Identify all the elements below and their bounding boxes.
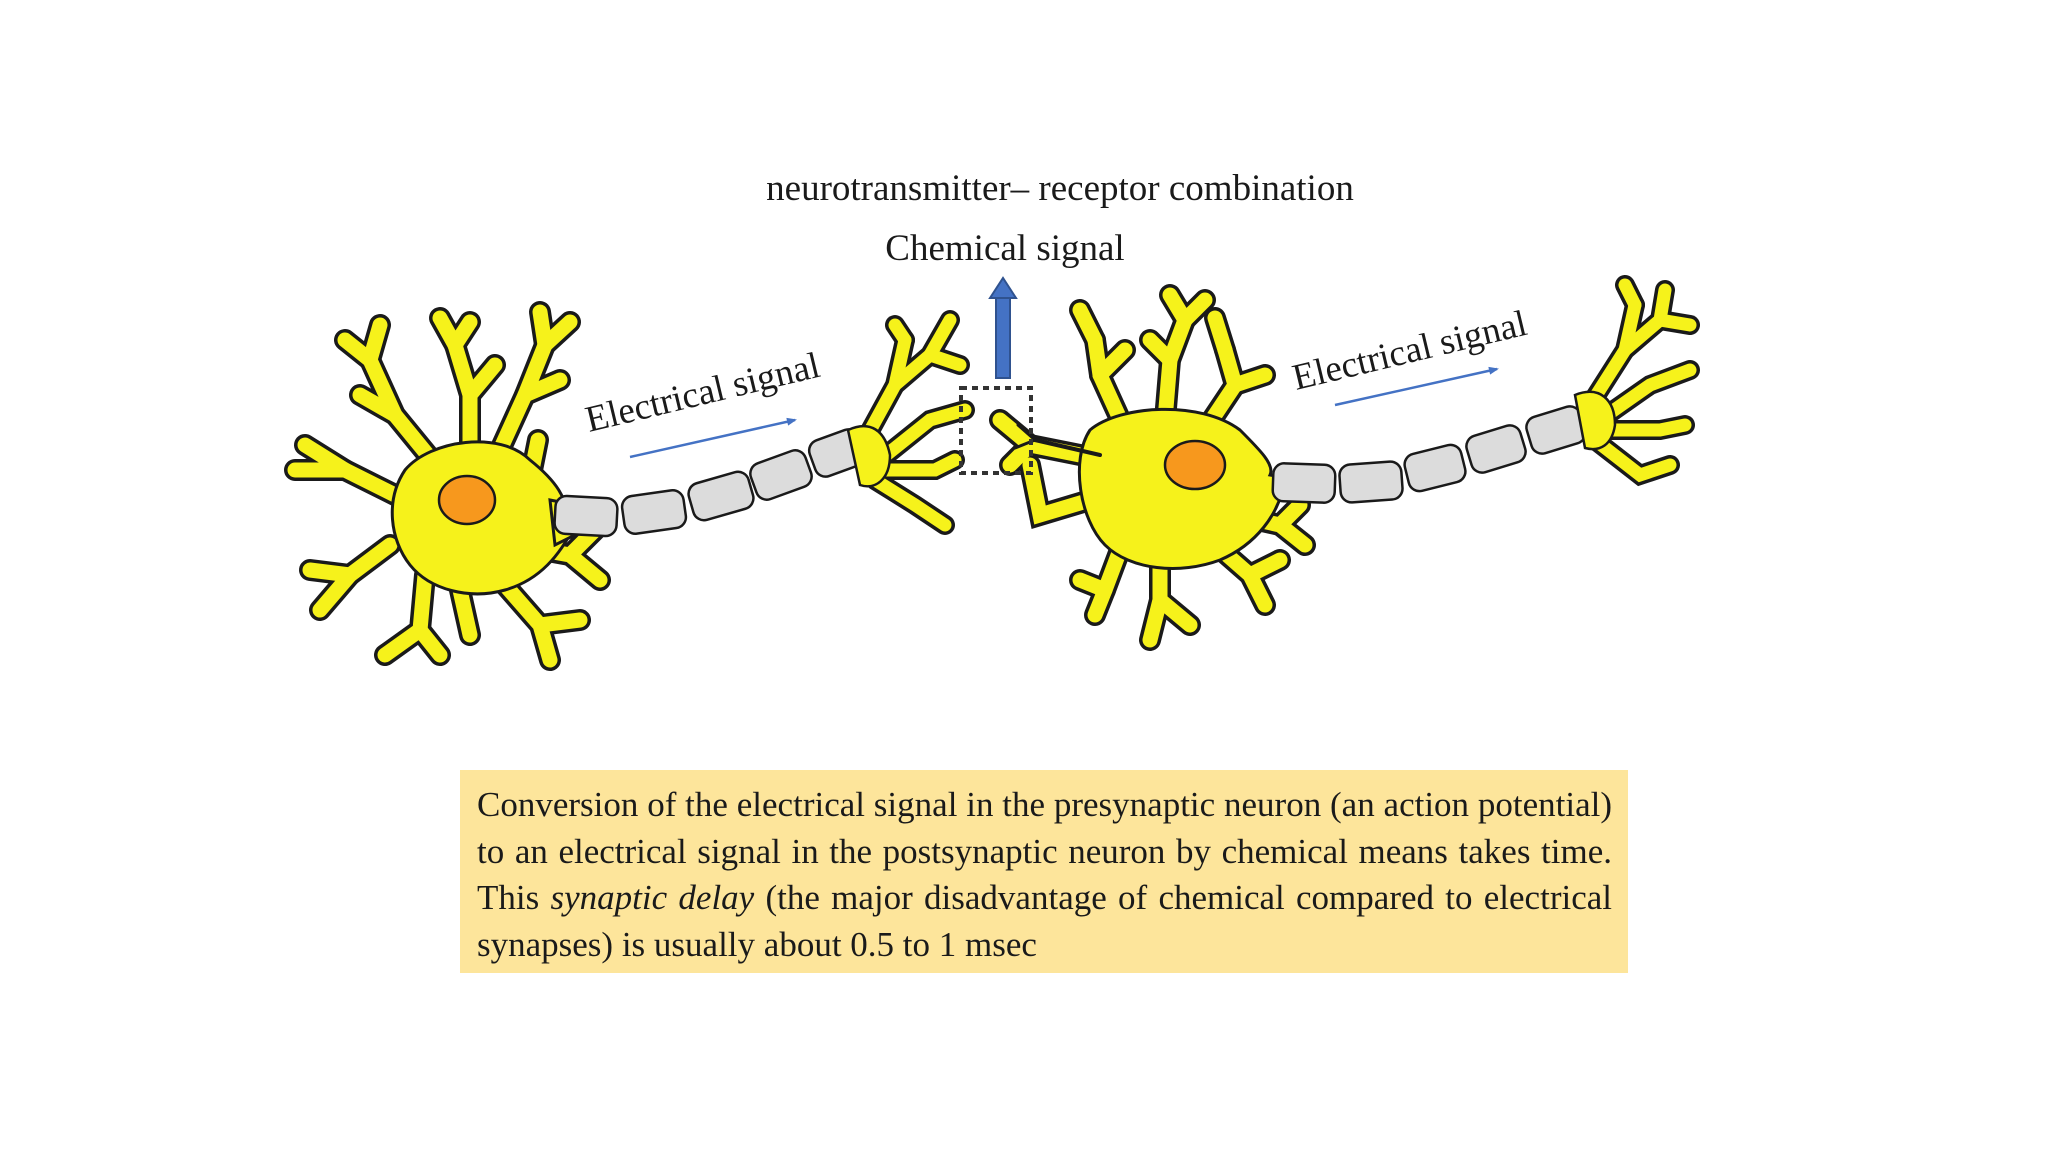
synapse-highlight-box — [959, 386, 1033, 475]
presynaptic-dendrites-fill — [287, 304, 608, 668]
presynaptic-myelin — [553, 428, 867, 538]
electrical-signal-label-left: Electrical signal — [582, 345, 824, 441]
caption-part-1: Conversion of the electrical signal in t… — [477, 785, 1612, 917]
electrical-signal-arrow-right — [1334, 366, 1499, 407]
caption-text: Conversion of the electrical signal in t… — [477, 782, 1612, 968]
postsynaptic-axon-terminal — [1573, 275, 1700, 487]
chemical-signal-label: Chemical signal — [885, 228, 1124, 269]
neurotransmitter-label: neurotransmitter– receptor combination — [766, 168, 1354, 209]
presynaptic-neuron — [284, 301, 975, 671]
caption-part-2: (the major disadvantage of chemical comp… — [477, 878, 1612, 964]
electrical-signal-arrow-left — [629, 417, 797, 459]
caption-box: Conversion of the electrical signal in t… — [460, 770, 1628, 973]
postsynaptic-myelin — [1271, 405, 1587, 504]
postsynaptic-neuron — [989, 275, 1700, 651]
presynaptic-nucleus — [437, 474, 497, 526]
postsynaptic-soma — [1077, 407, 1287, 570]
electrical-signal-label-right: Electrical signal — [1289, 303, 1531, 399]
chemical-signal-arrow — [988, 276, 1018, 379]
presynaptic-axon-terminal — [846, 310, 975, 535]
caption-emphasis: synaptic delay — [550, 878, 755, 917]
postsynaptic-nucleus — [1163, 439, 1227, 491]
